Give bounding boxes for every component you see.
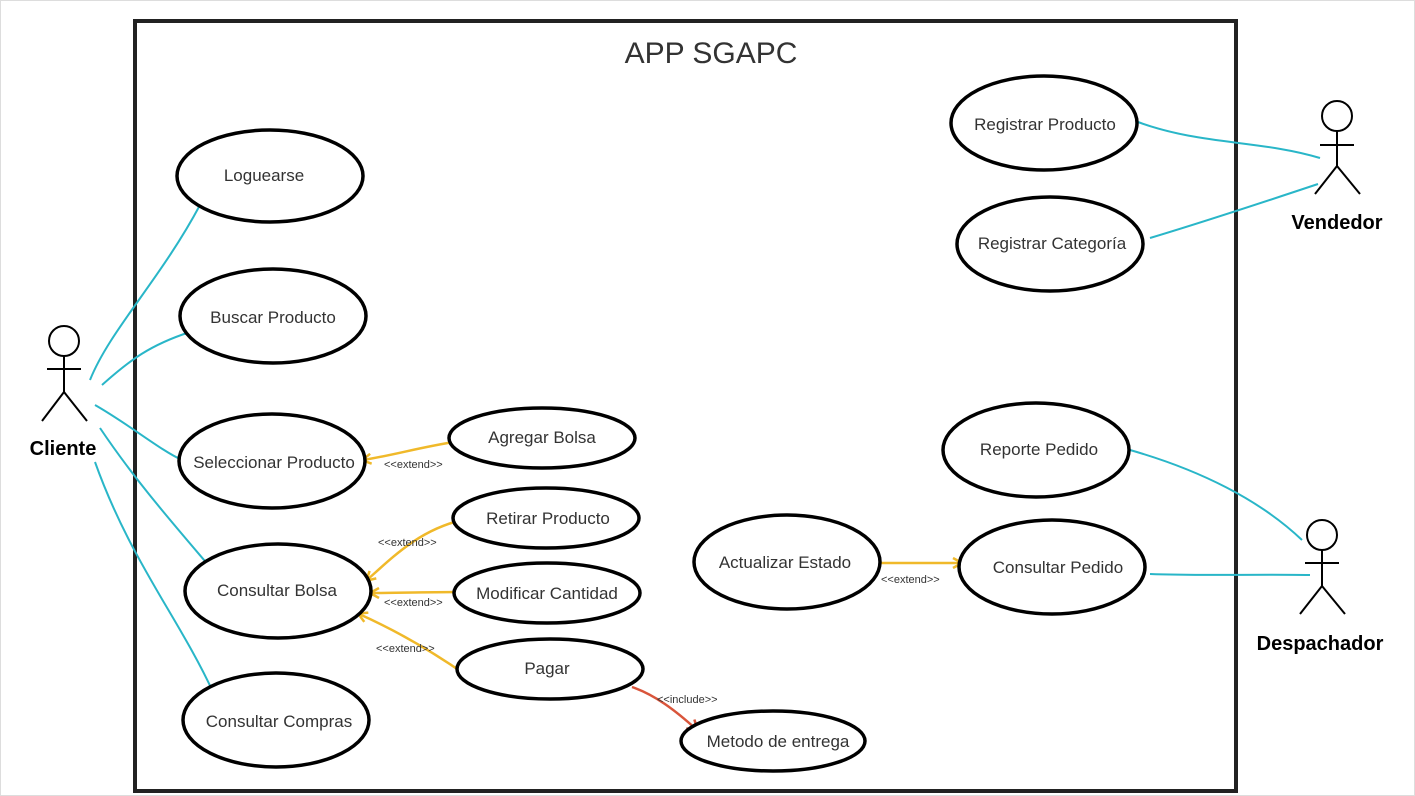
assoc-despachador-consultar-pedido xyxy=(1149,573,1311,576)
actor-label: Cliente xyxy=(30,438,97,460)
actor-label: Vendedor xyxy=(1291,212,1382,234)
use-case-loguearse[interactable]: Loguearse xyxy=(175,128,365,224)
extend-label-pagar: <<extend>> xyxy=(376,643,435,655)
actor-head xyxy=(48,325,80,357)
extend-pagar-bolsa xyxy=(359,614,467,677)
use-case-consultar-compras[interactable]: Consultar Compras xyxy=(181,671,371,769)
use-case-label: Registrar Categoría xyxy=(978,234,1127,253)
extend-label-retirar: <<extend>> xyxy=(378,537,437,549)
relations: <<extend>> <<extend>> <<extend>> <<exten… xyxy=(359,439,961,730)
actor-head xyxy=(1321,100,1353,132)
use-case-registrar-categoria[interactable]: Registrar Categoría xyxy=(955,195,1145,293)
use-case-label: Loguearse xyxy=(224,166,304,185)
use-case-label: Metodo de entrega xyxy=(707,732,850,751)
use-case-agregar-bolsa[interactable]: Agregar Bolsa xyxy=(447,406,637,470)
assoc-vendedor-registrar-producto xyxy=(1137,121,1321,159)
actor-head xyxy=(1306,519,1338,551)
use-case-label: Reporte Pedido xyxy=(980,440,1098,459)
use-case-consultar-bolsa[interactable]: Consultar Bolsa xyxy=(183,542,373,640)
use-case-label: Agregar Bolsa xyxy=(488,428,596,447)
use-case-label: Retirar Producto xyxy=(486,509,610,528)
use-case-label: Consultar Pedido xyxy=(993,558,1123,577)
use-case-label: Consultar Compras xyxy=(206,712,352,731)
use-case-modificar-cantidad[interactable]: Modificar Cantidad xyxy=(452,561,642,625)
use-case-label: Pagar xyxy=(524,659,570,678)
include-label-metodo: <<include>> xyxy=(657,694,718,706)
actor-despachador[interactable]: Despachador xyxy=(1257,519,1384,655)
use-case-actualizar-estado[interactable]: Actualizar Estado xyxy=(692,513,882,611)
use-case-retirar-producto[interactable]: Retirar Producto xyxy=(451,486,641,550)
use-case-registrar-producto[interactable]: Registrar Producto xyxy=(949,74,1139,172)
assoc-cliente-consultar-bolsa xyxy=(99,427,211,568)
use-case-consultar-pedido[interactable]: Consultar Pedido xyxy=(957,518,1147,616)
associations xyxy=(89,121,1321,693)
assoc-despachador-reporte xyxy=(1129,449,1303,541)
assoc-cliente-buscar xyxy=(101,331,191,386)
assoc-vendedor-registrar-categoria xyxy=(1149,183,1319,239)
assoc-cliente-consultar-compras xyxy=(94,461,214,693)
use-case-label: Consultar Bolsa xyxy=(217,581,338,600)
system-title: APP SGAPC xyxy=(625,37,798,70)
use-case-pagar[interactable]: Pagar xyxy=(455,637,645,701)
use-case-buscar-producto[interactable]: Buscar Producto xyxy=(178,267,368,365)
use-case-seleccionar-producto[interactable]: Seleccionar Producto xyxy=(177,412,367,510)
extend-modificar-bolsa xyxy=(371,592,463,593)
use-case-label: Actualizar Estado xyxy=(719,553,851,572)
use-case-metodo-entrega[interactable]: Metodo de entrega xyxy=(679,709,867,773)
include-pagar-metodo xyxy=(631,685,697,730)
use-case-label: Registrar Producto xyxy=(974,115,1116,134)
actor-cliente[interactable]: Cliente xyxy=(30,325,97,460)
use-case-label: Seleccionar Producto xyxy=(193,453,355,472)
extend-label-actualizar: <<extend>> xyxy=(881,574,940,586)
extend-label-agregar: <<extend>> xyxy=(384,459,443,471)
assoc-cliente-seleccionar xyxy=(94,404,183,461)
use-case-label: Modificar Cantidad xyxy=(476,584,618,603)
assoc-cliente-loguearse xyxy=(89,204,201,381)
use-case-label: Buscar Producto xyxy=(210,308,336,327)
extend-retirar-bolsa xyxy=(367,518,463,580)
use-case-reporte-pedido[interactable]: Reporte Pedido xyxy=(941,401,1131,499)
actor-vendedor[interactable]: Vendedor xyxy=(1291,100,1383,234)
extend-label-modificar: <<extend>> xyxy=(384,597,443,609)
actor-label: Despachador xyxy=(1257,633,1384,655)
